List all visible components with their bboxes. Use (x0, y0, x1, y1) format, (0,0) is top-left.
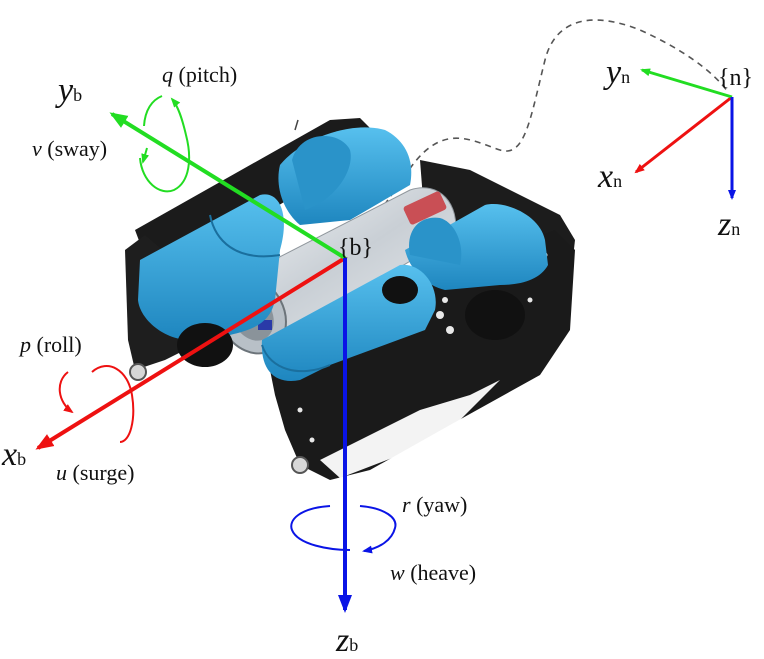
ned-y-axis (640, 68, 733, 99)
ned-x-axis (634, 95, 733, 174)
antenna-tick (294, 119, 299, 131)
body-frame-label: {b} (338, 235, 374, 261)
body-x-axis (35, 256, 347, 450)
ned-z-axis-label: zn (718, 206, 741, 243)
yaw-rotation-arrow (290, 505, 397, 554)
body-y-axis (109, 112, 347, 260)
ned-y-axis-label: yn (606, 54, 631, 91)
heave-label: w (heave) (390, 560, 477, 585)
body-z-axis-label: zb (336, 622, 359, 659)
surge-label: u (surge) (56, 460, 135, 485)
body-x-axis-label: xb (2, 436, 27, 473)
ned-frame-label: {n} (718, 65, 754, 91)
body-y-axis-label: yb (58, 72, 83, 109)
sway-label: v (sway) (32, 136, 108, 161)
rov-vehicle-illustration (125, 118, 575, 480)
roll-label: p (roll) (20, 332, 82, 357)
pitch-label: q (pitch) (162, 62, 238, 87)
ned-x-axis-label: xn (598, 158, 623, 195)
yaw-label: r (yaw) (402, 492, 468, 517)
pitch-rotation-arrow (139, 95, 191, 193)
roll-rotation-arrow (58, 365, 135, 443)
